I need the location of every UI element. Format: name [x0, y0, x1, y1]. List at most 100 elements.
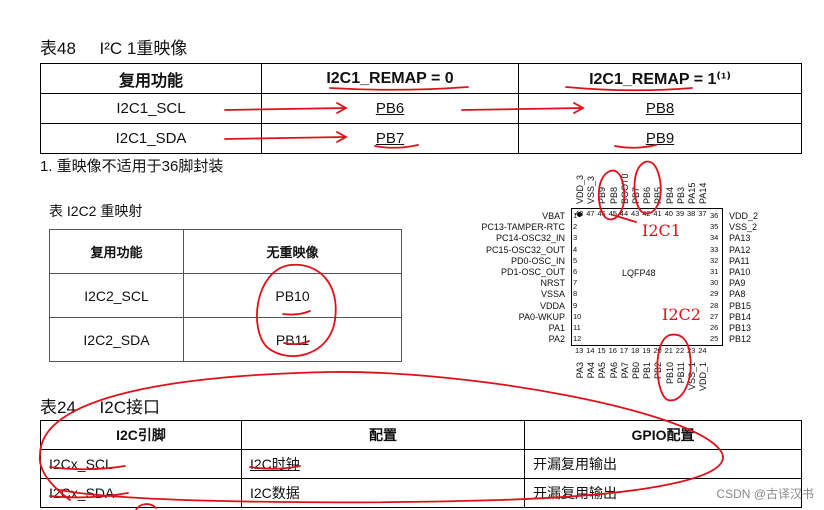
chip-pin-number: 40	[664, 209, 673, 218]
arrow-stroke	[573, 102, 585, 114]
oval-stroke	[39, 371, 724, 504]
table-row: I2C2_SCL PB10	[49, 273, 402, 318]
underline-stroke	[249, 465, 301, 470]
chip-pin-number: 18	[631, 346, 640, 355]
chip-pin-number: 23	[687, 346, 696, 355]
circle-stroke	[633, 160, 662, 215]
arrow-stroke	[336, 102, 348, 114]
chip-pin-number: 26	[710, 323, 719, 332]
arrow-stroke	[336, 131, 348, 143]
chip-pin-number: 14	[586, 346, 595, 355]
chip-pin-number: 21	[664, 346, 673, 355]
circle-stroke	[597, 169, 626, 221]
table-row: I2Cx_SCL I2C时钟 开漏复用输出	[40, 449, 802, 479]
chip-pin-number: 1	[573, 211, 578, 220]
annotation-stroke	[612, 214, 637, 223]
chip-pin-label: PC15-OSC32_OUT	[485, 244, 565, 255]
table24-caption: 表24 I2C接口	[40, 393, 160, 418]
chip-pin-label: PA0-WKUP	[518, 311, 565, 322]
chip-pin-number: 3	[573, 233, 578, 243]
circle-stroke	[256, 263, 337, 357]
chip-pin-number: 43	[631, 209, 640, 218]
table-row: I2C1_SCL PB6 PB8	[40, 93, 802, 124]
chip-pin-number: 12	[573, 334, 582, 344]
table-cell: I2C2_SDA	[49, 317, 184, 362]
table-header: 无重映像	[183, 229, 402, 274]
annotation-i2c1: I2C1	[642, 221, 681, 240]
chip-pin-number: 24	[698, 346, 707, 355]
chip-pin-label: VSSA	[540, 289, 565, 300]
chip-body	[571, 208, 723, 346]
table-header-row: 复用功能 I2C1_REMAP = 0 I2C1_REMAP = 1⁽¹⁾	[40, 63, 802, 94]
chip-pin-label: PC14-OSC32_IN	[495, 233, 565, 244]
table48: 复用功能 I2C1_REMAP = 0 I2C1_REMAP = 1⁽¹⁾ I2…	[40, 63, 802, 154]
chip-pin-number: 17	[619, 346, 629, 355]
table-cell: 开漏复用输出	[524, 478, 802, 508]
chip-package-label: LQFP48	[622, 268, 656, 278]
chip-pin-number: 34	[710, 233, 719, 243]
chip-pin-label: VDDA	[539, 300, 565, 311]
chip-pin-label: PD0-OSC_IN	[510, 255, 565, 266]
underline-stroke	[329, 86, 469, 91]
annotation-i2c2: I2C2	[662, 305, 701, 324]
chip-pin-number: 16	[608, 346, 617, 355]
chip-pin-number: 2	[573, 222, 578, 232]
underline-stroke	[565, 86, 693, 92]
chip-pin-label: PD1-OSC_OUT	[500, 267, 565, 277]
chip-pin-label: PA2	[548, 334, 565, 345]
chip-pin-number: 7	[573, 278, 578, 288]
underline-stroke	[374, 144, 419, 149]
annotation-stroke	[135, 503, 157, 510]
chip-pin-label: PA8	[729, 289, 746, 300]
chip-pin-label: PA9	[729, 278, 746, 289]
chip-pin-label: PA11	[729, 255, 750, 266]
underline-stroke	[283, 340, 310, 346]
chip-pin-number: 45	[608, 209, 617, 218]
chip-pin-number: 9	[573, 300, 578, 310]
chip-pin-number: 8	[573, 289, 578, 299]
chip-pin-number: 13	[575, 346, 584, 355]
table-row: I2C1_SDA PB7 PB9	[40, 123, 802, 154]
chip-pin-number: 39	[675, 209, 685, 218]
chip-pin-label: VSS_2	[729, 222, 758, 233]
underline-stroke	[49, 492, 129, 499]
chip-pin-number: 5	[573, 255, 578, 265]
chip-pin-number: 11	[573, 323, 581, 332]
chip-pin-number: 37	[698, 209, 707, 218]
chip-pin-label: PA1	[548, 323, 565, 333]
chip-pin-label: VBAT	[542, 211, 565, 221]
table-header-row: I2C引脚 配置 GPIO配置	[40, 420, 802, 450]
table-cell: I2C1_SCL	[40, 93, 262, 124]
table-header: 复用功能	[49, 229, 184, 274]
table-cell: I2C时钟	[241, 449, 525, 479]
pin1-marker	[577, 212, 582, 217]
table-cell: PB10	[183, 273, 402, 318]
underline-stroke	[614, 144, 657, 149]
chip-pin-number: 29	[710, 289, 719, 299]
chip-pin-number: 31	[710, 267, 719, 276]
table48-caption: 表48 I²C 1重映像	[40, 34, 187, 59]
underline-stroke	[49, 465, 126, 471]
chip-pin-number: 35	[710, 222, 719, 232]
watermark: CSDN @古译汉书	[716, 487, 814, 501]
chip-pin-number: 44	[619, 209, 629, 218]
circle-stroke	[656, 333, 692, 402]
table-header-row: 复用功能 无重映像	[49, 229, 402, 274]
table24: I2C引脚 配置 GPIO配置 I2Cx_SCL I2C时钟 开漏复用输出 I2…	[40, 420, 802, 508]
chip-pin-number: 28	[710, 300, 719, 310]
table-cell: PB9	[518, 123, 802, 154]
tableI2C2: 复用功能 无重映像 I2C2_SCL PB10 I2C2_SDA PB11	[49, 229, 402, 362]
table-header: GPIO配置	[524, 420, 802, 450]
table24-number: 表24	[40, 398, 76, 417]
chip-pin-label: PB14	[729, 311, 752, 322]
underline-stroke	[282, 310, 311, 316]
chip-pin-number: 32	[710, 255, 719, 265]
chip-pin-label: NRST	[540, 278, 566, 289]
arrow-stroke	[461, 107, 583, 111]
chip-pin-number: 30	[710, 278, 719, 288]
table48-footnote: 1. 重映像不适用于36脚封装	[40, 158, 224, 175]
chip-pin-label: PA13	[729, 233, 751, 244]
chip-pin-number: 25	[710, 334, 719, 344]
chip-pin-number: 36	[710, 211, 719, 220]
chip-pin-label: PB12	[729, 334, 752, 345]
